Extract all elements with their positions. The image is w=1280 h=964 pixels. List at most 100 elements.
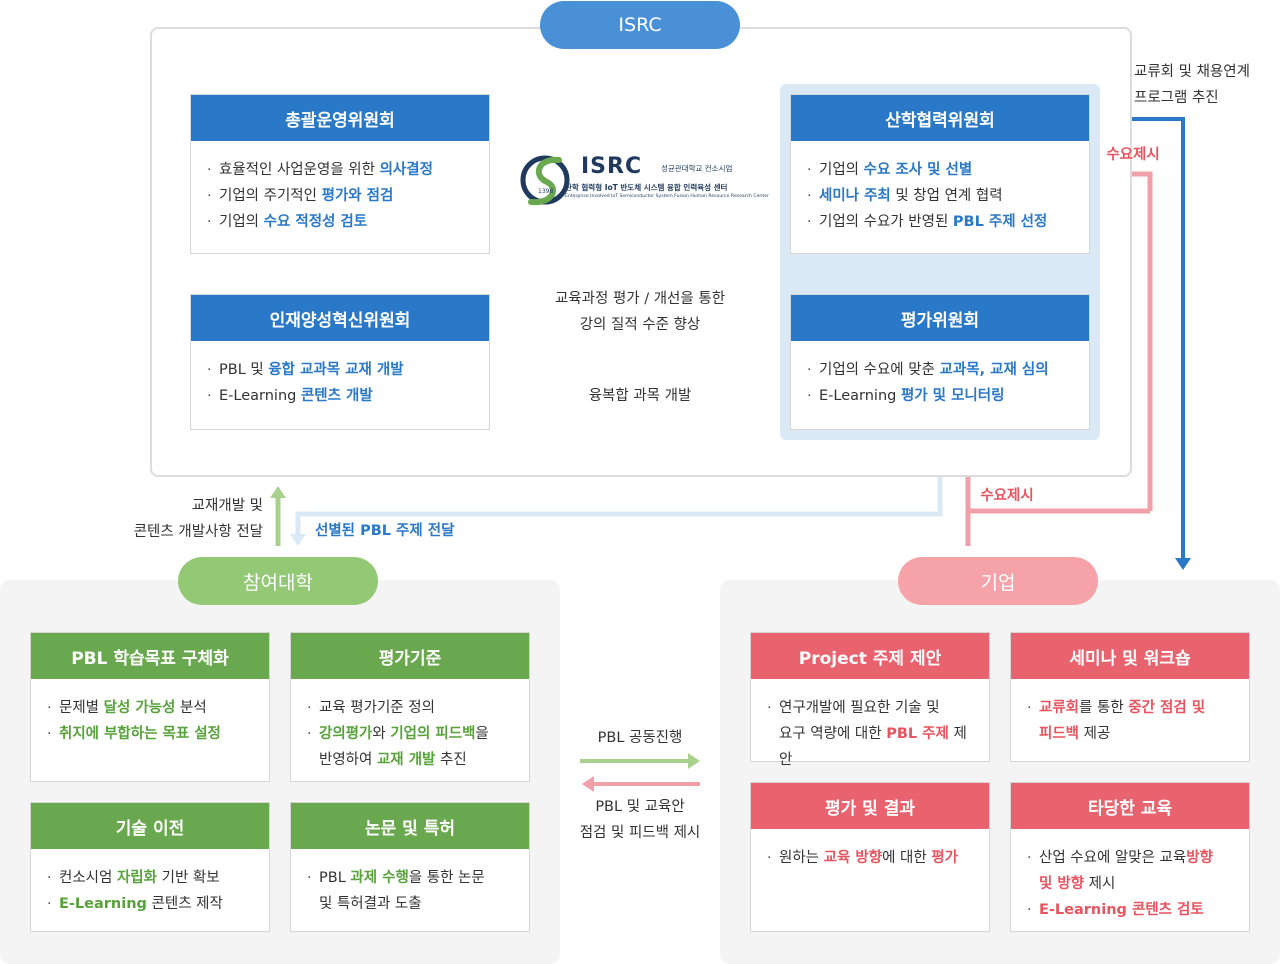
highlight-text: 취지에 부합하는 목표 설정 [59,726,221,742]
card-item: 기업의 수요가 반영된 PBL 주제 선정 [807,209,1079,235]
item-text: 분석 [175,700,207,716]
card-item-list: 컨소시엄 자립화 기반 확보E-Learning 콘텐츠 제작 [31,849,269,917]
label-pbl-joint: PBL 공동진행 [597,730,683,746]
card-title: 평가기준 [291,633,529,679]
card-item: 반영하여 교재 개발 추진 [307,747,519,773]
card-title: 평가위원회 [791,295,1089,341]
item-text: 를 통한 [1079,700,1129,716]
arrow-pbl-topic [295,440,943,536]
label-demand-top: 수요제시 [1106,147,1160,163]
label-convergence: 융복합 과목 개발 [588,388,692,404]
card-title: 인재양성혁신위원회 [191,295,489,341]
card-title: 기술 이전 [31,803,269,849]
item-text: 제시 [1084,876,1116,892]
card-talent-committee: 인재양성혁신위원회PBL 및 융합 교과목 교재 개발E-Learning 콘텐… [190,294,490,430]
item-text: 연구개발에 필요한 기술 및 [779,700,940,716]
card-item: 기업의 수요 조사 및 선별 [807,157,1079,183]
card-item: PBL 및 융합 교과목 교재 개발 [207,357,479,383]
card-item: 취지에 부합하는 목표 설정 [47,721,259,747]
highlight-text: 기업의 피드백 [390,726,476,742]
arrow-exchange-head [1175,558,1191,570]
item-text: E-Learning [819,388,901,404]
card-item-list: PBL 과제 수행을 통한 논문및 특허결과 도출 [291,849,529,917]
card-title: PBL 학습목표 구체화 [31,633,269,679]
highlight-text: 자립화 [116,870,157,886]
item-text: 원하는 [779,850,824,866]
item-text: 반영하여 [319,752,377,768]
highlight-text: 융합 교과목 교재 개발 [268,362,404,378]
logo-org: 성균관대학교 컨소시엄 [661,164,733,173]
item-text: 제공 [1079,726,1111,742]
isrc-pill: ISRC [540,1,740,49]
card-item: 연구개발에 필요한 기술 및 [767,695,979,721]
card-title: Project 주제 제안 [751,633,989,679]
highlight-text: PBL 주제 선정 [952,214,1048,230]
card-item: 기업의 수요 적정성 검토 [207,209,479,235]
card-item: 기업의 수요에 맞춘 교과목, 교재 심의 [807,357,1079,383]
card-item: E-Learning 콘텐츠 개발 [207,383,479,409]
card-title: 총괄운영위원회 [191,95,489,141]
card-item: 교류회를 통한 중간 점검 및 [1027,695,1239,721]
highlight-text: 중간 점검 및 [1128,700,1206,716]
card-item: 효율적인 사업운영을 위한 의사결정 [207,157,479,183]
highlight-text: 의사결정 [379,162,433,178]
card-title: 세미나 및 워크숍 [1011,633,1249,679]
card-paper-patent: 논문 및 특허PBL 과제 수행을 통한 논문및 특허결과 도출 [290,802,530,932]
logo-mark-icon [520,155,570,206]
card-item-list: 효율적인 사업운영을 위한 의사결정기업의 주기적인 평가와 점검기업의 수요 … [191,141,489,235]
item-text: 컨소시엄 [59,870,117,886]
corporate-pill: 기업 [898,557,1098,605]
highlight-text: 교육 방향 [823,850,883,866]
card-title: 평가 및 결과 [751,783,989,829]
card-item-list: 문제별 달성 가능성 분석취지에 부합하는 목표 설정 [31,679,269,747]
card-title: 타당한 교육 [1011,783,1249,829]
item-text: 을 [475,726,489,742]
highlight-text: 강의평가 [319,726,373,742]
card-evaluation-committee: 평가위원회기업의 수요에 맞춘 교과목, 교재 심의 E-Learning 평가 … [790,294,1090,430]
item-text: 을 통한 논문 [408,870,485,886]
card-evaluation-result: 평가 및 결과원하는 교육 방향에 대한 평가 [750,782,990,932]
label-pbl-topic: 선별된 PBL 주제 전달 [315,523,455,539]
highlight-text: 수요 조사 및 선별 [863,162,973,178]
card-item-list: 연구개발에 필요한 기술 및요구 역량에 대한 PBL 주제 제안 [751,679,989,773]
card-item: 피드백 제공 [1027,721,1239,747]
highlight-text: 교류회 [1039,700,1080,716]
highlight-text: 및 방향 [1039,876,1085,892]
card-item: PBL 과제 수행을 통한 논문 [307,865,519,891]
highlight-text: E-Learning 콘텐츠 검토 [1039,902,1204,918]
item-text: PBL 및 [219,362,269,378]
highlight-text: 평가 및 모니터링 [900,388,1005,404]
highlight-text: 평가 [931,850,958,866]
card-steering-committee: 총괄운영위원회효율적인 사업운영을 위한 의사결정기업의 주기적인 평가와 점검… [190,94,490,254]
item-text: 교육 평가기준 정의 [319,700,435,716]
card-item: 교육 평가기준 정의 [307,695,519,721]
item-text: 추진 [435,752,467,768]
card-item: 및 특허결과 도출 [307,891,519,917]
logo-subtitle-en: Enterprise Involved IoT Semiconductor Sy… [565,194,769,199]
card-item: 및 방향 제시 [1027,871,1239,897]
university-pill: 참여대학 [178,557,378,605]
highlight-text: 피드백 [1039,726,1080,742]
item-text: 요구 역량에 대한 [779,726,887,742]
card-item: E-Learning 콘텐츠 검토 [1027,897,1239,923]
item-text: PBL [319,870,351,886]
item-text: 효율적인 사업운영을 위한 [219,162,380,178]
card-item-list: 원하는 교육 방향에 대한 평가 [751,829,989,871]
highlight-text: 달성 가능성 [103,700,176,716]
item-text: 및 창업 연계 협력 [890,188,1003,204]
highlight-text: E-Learning [59,896,147,912]
card-tech-transfer: 기술 이전컨소시엄 자립화 기반 확보E-Learning 콘텐츠 제작 [30,802,270,932]
item-text: 기반 확보 [157,870,220,886]
card-item-list: 기업의 수요 조사 및 선별세미나 주최 및 창업 연계 협력기업의 수요가 반… [791,141,1089,235]
highlight-text: 수요 적정성 검토 [263,214,368,230]
card-title: 산학협력위원회 [791,95,1089,141]
item-text: 제안 [779,726,967,768]
logo-seal: 1398 [538,188,554,195]
